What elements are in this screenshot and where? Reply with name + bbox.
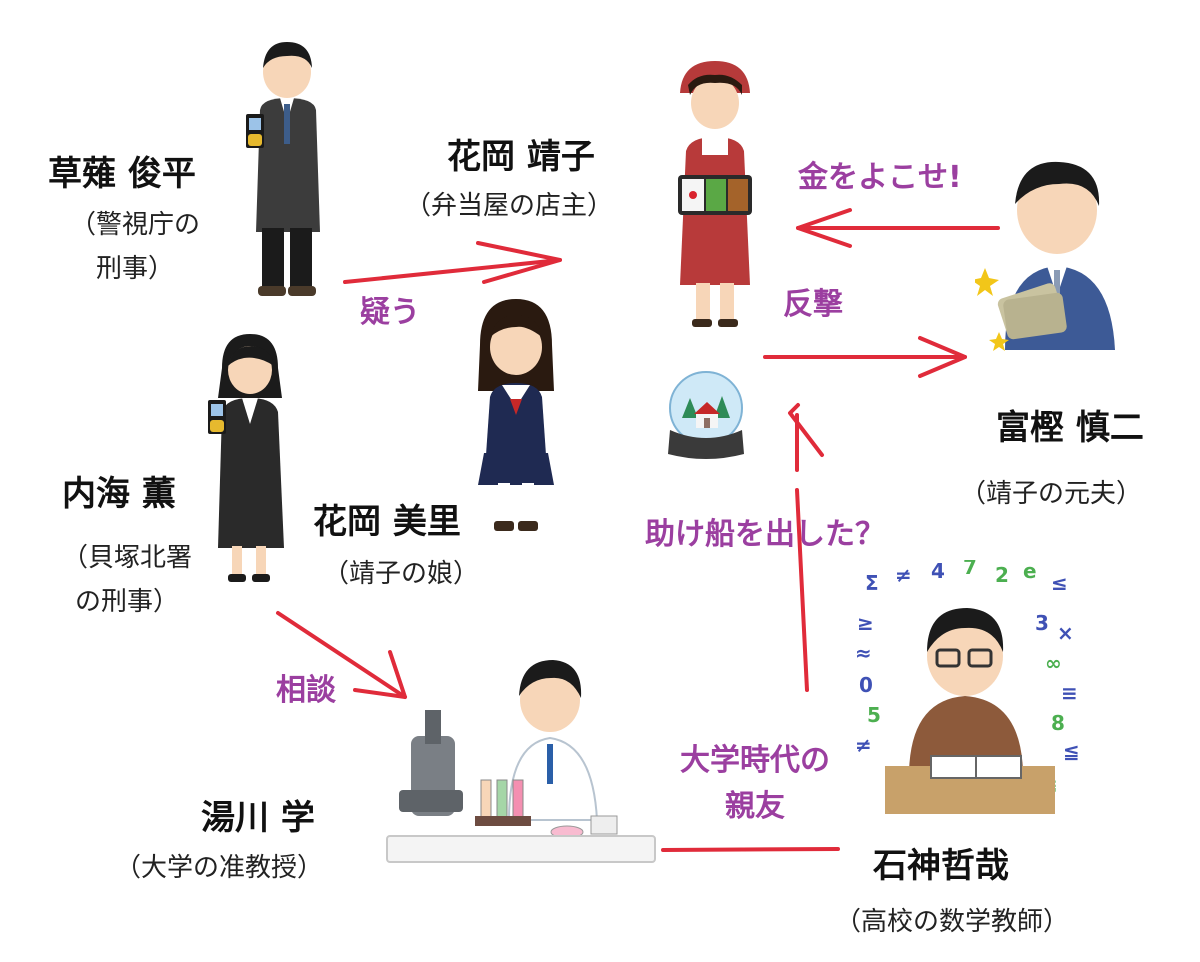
relation-shinyuu: 大学時代の 親友 [660,738,850,830]
svg-text:≥: ≥ [857,611,874,635]
arrow-utagau [343,241,562,284]
arrow-hangeki [763,336,967,378]
svg-text:Σ: Σ [865,571,879,595]
relation-tasukebune: 助け船を出した？ [645,517,885,552]
relation-shinyuu-line1: 大学時代の [680,743,830,778]
role-togashi: （靖子の元夫） [960,479,1143,509]
name-utsumi: 内海 薫 [62,474,176,514]
role-kusanagi-line2: 刑事） [95,254,174,284]
svg-text:≈: ≈ [855,641,872,665]
role-kusanagi: （警視庁の 刑事） [45,203,225,291]
svg-text:4: 4 [931,560,945,583]
role-utsumi-line2: の刑事） [74,587,179,617]
relation-utagau: 疑う [360,295,420,330]
relation-soudan: 相談 [276,673,336,708]
bento-shop-woman-icon [678,61,752,327]
svg-text:7: 7 [963,560,977,579]
detective-woman-icon [208,334,284,582]
role-yukawa: （大学の准教授） [115,853,324,883]
name-kusanagi: 草薙 俊平 [48,154,196,194]
schoolgirl-icon [478,299,554,531]
relation-shinyuu-line2: 親友 [725,789,785,824]
svg-text:≠: ≠ [855,733,872,757]
role-ishigami: （高校の数学教師） [835,907,1070,937]
role-utsumi: （貝塚北署 の刑事） [42,536,212,624]
mathematician-icon: Σ ≠ 4 7 2 e ≤ ≥ ≈ 0 5 ≠ 3 × ∞ ≡ 8 ≦ ≒ [855,560,1080,814]
role-misato: （靖子の娘） [323,559,480,589]
man-with-money-icon [975,161,1115,351]
svg-text:e: e [1023,560,1037,583]
svg-text:≦: ≦ [1063,739,1080,763]
svg-text:3: 3 [1035,611,1049,635]
svg-text:≡: ≡ [1061,681,1078,705]
svg-text:2: 2 [995,563,1009,587]
name-misato: 花岡 美里 [313,502,461,542]
line-shinyuu [661,847,840,852]
name-togashi: 富樫 慎二 [996,408,1144,448]
svg-text:×: × [1057,621,1074,645]
svg-text:∞: ∞ [1045,651,1062,675]
scientist-icon [386,660,656,863]
arrow-kane [796,208,1000,248]
svg-text:0: 0 [859,673,873,697]
name-yasuko: 花岡 靖子 [447,137,595,177]
detective-man-icon [246,42,320,296]
name-ishigami: 石神哲哉 [873,846,1009,886]
name-yukawa: 湯川 学 [201,798,315,838]
arrow-soudan [276,611,407,699]
snow-globe-icon [668,371,744,459]
svg-text:≠: ≠ [895,563,912,587]
relation-hangeki: 反撃 [783,287,843,322]
role-utsumi-line1: （貝塚北署 [61,543,192,573]
role-yasuko: （弁当屋の店主） [405,191,614,221]
svg-text:≤: ≤ [1051,571,1068,595]
svg-text:5: 5 [867,703,881,727]
svg-text:8: 8 [1051,711,1065,735]
arrow-tasukebune [788,403,824,692]
relation-kane: 金をよこせ! [798,160,962,195]
role-kusanagi-line1: （警視庁の [69,210,200,240]
